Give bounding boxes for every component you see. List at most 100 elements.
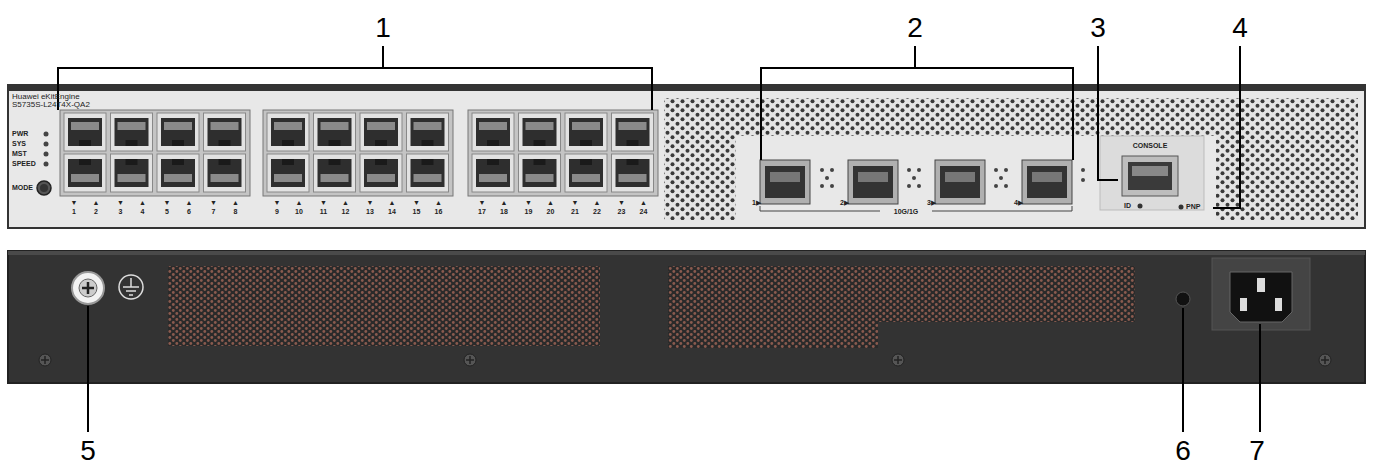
callout-number: 4 xyxy=(1232,14,1248,42)
port-number: 23 xyxy=(618,208,626,215)
console-port xyxy=(1122,156,1178,196)
port-number: 3 xyxy=(119,208,123,215)
leader-line xyxy=(382,46,384,68)
leader-line xyxy=(914,46,916,68)
reset-hole xyxy=(1176,292,1190,306)
port-number: 16 xyxy=(435,208,443,215)
leader-line xyxy=(1259,324,1261,432)
console-area xyxy=(1100,136,1204,210)
port-arrow: ▲ xyxy=(342,199,349,206)
port-arrow: ▼ xyxy=(525,199,532,206)
rj45-port xyxy=(111,154,153,192)
port-number: 1 xyxy=(72,208,76,215)
sfp-number: 4▶ xyxy=(1014,199,1023,206)
port-arrow: ▼ xyxy=(274,199,281,206)
port-number: 2 xyxy=(94,208,98,215)
port-group xyxy=(263,110,453,196)
port-arrow: ▼ xyxy=(572,199,579,206)
port-number: 15 xyxy=(413,208,421,215)
callout-number: 1 xyxy=(375,14,391,42)
port-arrow: ▲ xyxy=(594,199,601,206)
sfp-port xyxy=(935,160,985,204)
rj45-port xyxy=(612,154,654,192)
rj45-port xyxy=(612,113,654,151)
sfp-number: 1▶ xyxy=(752,199,761,206)
port-arrow: ▼ xyxy=(413,199,420,206)
led-label: MST xyxy=(12,150,27,157)
port-number: 10 xyxy=(295,208,303,215)
rj45-port xyxy=(267,113,309,151)
port-number: 9 xyxy=(275,208,279,215)
rear-vent xyxy=(668,266,1135,348)
sfp-number: 3▶ xyxy=(927,199,936,206)
ground-symbol xyxy=(119,275,143,299)
rj45-port xyxy=(267,154,309,192)
model-text: S5735S-L24T4X-QA2 xyxy=(12,101,90,109)
sfp-number: 2▶ xyxy=(840,199,849,206)
rj45-port xyxy=(314,113,356,151)
bracket xyxy=(58,68,652,110)
rj45-port xyxy=(407,154,449,192)
leader-line xyxy=(1213,46,1240,208)
port-arrow: ▲ xyxy=(139,199,146,206)
rj45-port xyxy=(64,113,106,151)
port-arrow: ▼ xyxy=(320,199,327,206)
rj45-port xyxy=(204,113,246,151)
rj45-port xyxy=(472,113,514,151)
sfp-port xyxy=(848,160,898,204)
leader-line xyxy=(1182,308,1184,432)
rj45-port xyxy=(360,113,402,151)
port-arrow: ▲ xyxy=(640,199,647,206)
led-label: PWR xyxy=(12,130,28,137)
port-number: 17 xyxy=(478,208,486,215)
port-arrow: ▼ xyxy=(479,199,486,206)
port-group xyxy=(60,110,250,196)
port-group xyxy=(468,110,658,196)
port-arrow: ▲ xyxy=(389,199,396,206)
port-arrow: ▼ xyxy=(71,199,78,206)
rear-panel xyxy=(8,251,1365,383)
led-label: SYS xyxy=(12,140,26,147)
port-arrow: ▲ xyxy=(296,199,303,206)
rj45-port xyxy=(407,113,449,151)
leader-line xyxy=(87,306,89,432)
port-arrow: ▲ xyxy=(435,199,442,206)
port-arrow: ▼ xyxy=(367,199,374,206)
port-arrow: ▼ xyxy=(164,199,171,206)
port-arrow: ▼ xyxy=(117,199,124,206)
port-number: 19 xyxy=(525,208,533,215)
port-arrow: ▼ xyxy=(618,199,625,206)
button-label: MODE xyxy=(12,184,33,191)
led-label: SPEED xyxy=(12,160,36,167)
rj45-port xyxy=(314,154,356,192)
port-number: 22 xyxy=(593,208,601,215)
port-number: 6 xyxy=(187,208,191,215)
callout-number: 7 xyxy=(1249,437,1265,465)
port-number: 14 xyxy=(388,208,396,215)
port-number: 7 xyxy=(212,208,216,215)
port-arrow: ▲ xyxy=(501,199,508,206)
port-number: 24 xyxy=(640,208,648,215)
callout-number: 6 xyxy=(1175,437,1191,465)
rear-vent xyxy=(168,266,600,346)
rj45-port xyxy=(472,154,514,192)
led-label: ID xyxy=(1124,202,1131,209)
port-label: CONSOLE xyxy=(1133,142,1168,149)
port-arrow: ▼ xyxy=(210,199,217,206)
ground-screw xyxy=(72,272,104,304)
mode-button xyxy=(37,181,51,195)
port-number: 18 xyxy=(500,208,508,215)
sfp-port xyxy=(760,160,810,204)
rj45-port xyxy=(64,154,106,192)
brand-text: Huawei eKitEngine xyxy=(12,93,80,101)
port-number: 5 xyxy=(165,208,169,215)
leader-line xyxy=(1098,46,1118,180)
speed-label: 10G/1G xyxy=(894,208,919,215)
port-number: 13 xyxy=(366,208,374,215)
led-label: PNP xyxy=(1186,203,1200,210)
sfp-port xyxy=(1022,160,1072,204)
rj45-port xyxy=(111,113,153,151)
callout-number: 2 xyxy=(907,14,923,42)
rj45-port xyxy=(157,154,199,192)
